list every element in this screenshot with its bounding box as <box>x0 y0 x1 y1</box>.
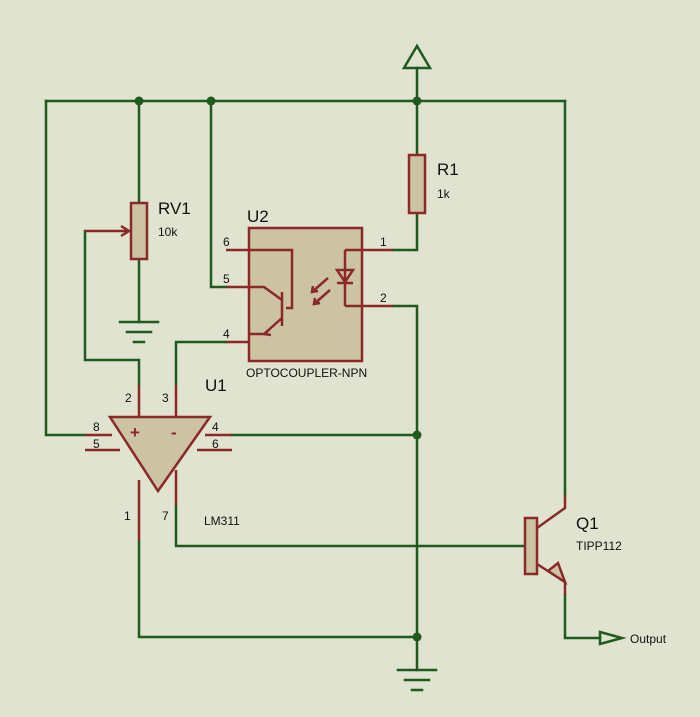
output-arrow-icon <box>598 630 627 646</box>
r1-ref: R1 <box>437 160 459 179</box>
rv1-body <box>129 201 149 261</box>
q1-part-label: TIPP112 <box>576 539 622 553</box>
r1-resistor: R1 1k <box>407 153 459 215</box>
junctions <box>134 96 422 642</box>
ground-icon-rv1 <box>118 320 160 344</box>
wires <box>44 66 602 672</box>
q1-emitter-arrow-icon <box>545 560 568 586</box>
rv1-potentiometer: RV1 10k <box>85 199 191 261</box>
output-terminal: Output <box>598 630 667 646</box>
q1-ref: Q1 <box>576 514 599 533</box>
wire-u2-pin5 <box>209 99 228 289</box>
wire-r1-bottom <box>391 211 419 252</box>
u2-pin-2: 2 <box>380 291 387 305</box>
u1-pin-4: 4 <box>212 420 219 434</box>
wire-u2-pin4 <box>174 340 228 387</box>
ground-icon-main <box>396 668 438 692</box>
u2-pin-6: 6 <box>223 235 230 249</box>
u1-comparator: + - U1 LM311 2 3 8 5 4 6 1 7 <box>85 376 240 541</box>
r1-body <box>407 153 427 215</box>
rv1-value: 10k <box>158 225 178 239</box>
u1-ref: U1 <box>205 376 227 395</box>
u1-pin-stubs <box>85 385 232 541</box>
u1-pin-6: 6 <box>212 437 219 451</box>
u1-minus-sign: - <box>171 423 177 442</box>
wire-left-loop <box>44 99 87 437</box>
u2-part-label: OPTOCOUPLER-NPN <box>246 366 367 380</box>
u2-pin-4: 4 <box>223 327 230 341</box>
u2-led-wires <box>345 248 362 308</box>
u2-pin-1: 1 <box>380 235 387 249</box>
junction-dot <box>134 96 144 106</box>
junction-dot <box>206 96 216 106</box>
u1-part-label: LM311 <box>204 514 240 528</box>
rv1-wiper-arrow <box>85 224 132 238</box>
wire-u1-pin7 <box>174 503 527 548</box>
wire-output <box>563 593 602 640</box>
u1-pin-8: 8 <box>93 420 100 434</box>
u1-pin-5: 5 <box>93 437 100 451</box>
u2-transistor-icon <box>249 285 284 337</box>
u2-led-icon <box>334 250 356 306</box>
u1-pin-3: 3 <box>162 391 169 405</box>
q1-collector-line <box>536 495 567 530</box>
u1-plus-sign: + <box>130 423 140 442</box>
junction-dot <box>412 96 422 106</box>
junction-dot <box>412 632 422 642</box>
wire-rv1-wiper <box>83 229 141 387</box>
u1-pin-7: 7 <box>162 509 169 523</box>
u2-optocoupler: U2 OPTOCOUPLER-NPN 6 5 4 1 2 <box>223 207 393 380</box>
u1-pin-1: 1 <box>124 509 131 523</box>
rv1-ref: RV1 <box>158 199 191 218</box>
supply-arrow-icon <box>401 43 433 70</box>
u1-pin-2: 2 <box>125 391 132 405</box>
r1-value: 1k <box>437 187 451 201</box>
output-label: Output <box>630 632 667 646</box>
u1-body <box>107 415 213 494</box>
q1-base-bar <box>523 516 539 576</box>
u2-ref: U2 <box>247 207 269 226</box>
u2-pin-stubs <box>226 248 393 344</box>
u2-base-line <box>249 248 294 310</box>
junction-dot <box>412 430 422 440</box>
wire-u2-pin2 <box>391 304 419 639</box>
u2-pin-5: 5 <box>223 272 230 286</box>
q1-transistor: Q1 TIPP112 <box>523 495 622 595</box>
u2-light-arrows-icon <box>310 277 331 306</box>
wire-u1-pin1 <box>137 539 419 639</box>
